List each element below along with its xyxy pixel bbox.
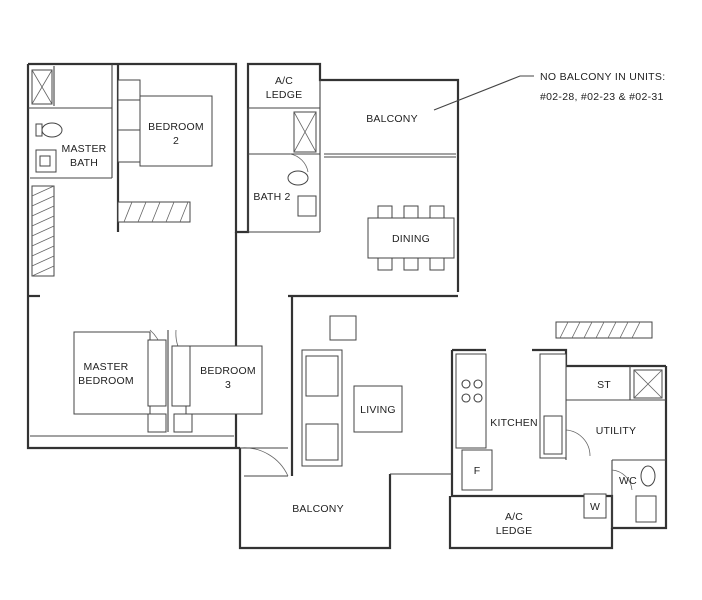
label-bedroom-3-num: 3 bbox=[225, 379, 231, 391]
label-bedroom-2-num: 2 bbox=[173, 135, 179, 147]
label-master-bedroom-2: BEDROOM bbox=[78, 375, 134, 387]
note-line-2: #02-28, #02-23 & #02-31 bbox=[540, 91, 664, 103]
label-utility: UTILITY bbox=[596, 425, 637, 437]
label-master-bath-2: BATH bbox=[70, 157, 98, 169]
label-bath-2: BATH 2 bbox=[253, 191, 290, 203]
label-dining: DINING bbox=[392, 233, 430, 245]
label-bedroom-2: BEDROOM bbox=[148, 121, 204, 133]
label-ac-ledge-top-2: LEDGE bbox=[266, 89, 303, 101]
label-master-bath: MASTER bbox=[62, 143, 107, 155]
fixtures bbox=[31, 69, 663, 523]
note-leader bbox=[433, 75, 534, 111]
label-washer: W bbox=[590, 501, 600, 513]
label-balcony-bottom: BALCONY bbox=[292, 503, 344, 515]
label-wc: WC bbox=[619, 475, 637, 487]
room-labels: A/C LEDGE BALCONY MASTER BATH BEDROOM 2 … bbox=[62, 75, 637, 537]
note-line-1: NO BALCONY IN UNITS: bbox=[540, 71, 665, 83]
label-ac-ledge-bottom-2: LEDGE bbox=[496, 525, 533, 537]
label-balcony-top: BALCONY bbox=[366, 113, 418, 125]
label-bedroom-3: BEDROOM bbox=[200, 365, 256, 377]
note: NO BALCONY IN UNITS: #02-28, #02-23 & #0… bbox=[540, 71, 665, 103]
label-master-bedroom: MASTER bbox=[84, 361, 129, 373]
interior-walls bbox=[28, 64, 666, 528]
exterior-walls bbox=[26, 62, 668, 550]
label-living: LIVING bbox=[360, 404, 396, 416]
label-ac-ledge-top: A/C bbox=[275, 75, 293, 87]
label-fridge: F bbox=[474, 465, 481, 477]
label-ac-ledge-bottom: A/C bbox=[505, 511, 523, 523]
label-st: ST bbox=[597, 379, 611, 391]
label-kitchen: KITCHEN bbox=[490, 417, 538, 429]
